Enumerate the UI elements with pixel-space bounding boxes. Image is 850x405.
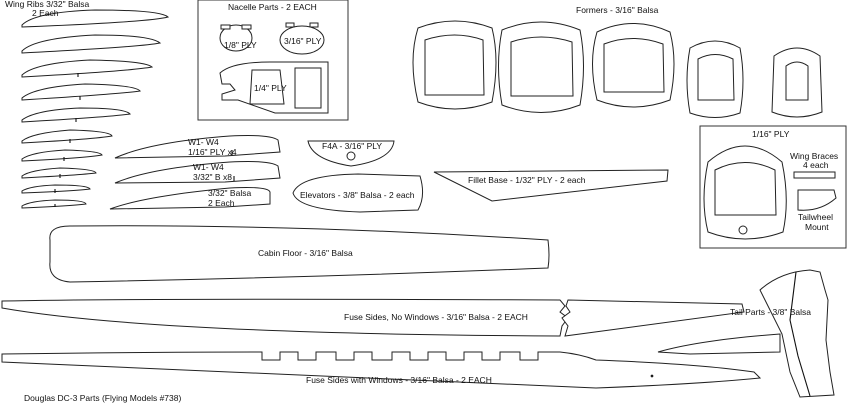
f4a-label: F4A - 3/16" PLY — [322, 141, 382, 151]
formers-group — [412, 20, 823, 118]
w-a-line1: W1- W4 — [188, 137, 219, 147]
w-b-line1: W1- W4 — [193, 162, 224, 172]
nacelle-part-316-ply — [279, 25, 325, 55]
w-b-line2: 3/32" B x8 — [193, 172, 232, 182]
wing-rib — [21, 199, 87, 209]
f4a-hole — [346, 151, 356, 161]
balsa-332-line1: 3/32" Balsa — [208, 188, 251, 198]
balsa-332-line2: 2 Each — [208, 198, 235, 208]
wing-braces-label: Wing Braces — [790, 151, 838, 161]
wing-rib — [21, 149, 103, 162]
wing-rib — [21, 129, 113, 144]
wing-rib — [21, 184, 91, 194]
wing-ribs-label: Wing Ribs 3/32" Balsa — [5, 0, 90, 9]
ply-316-label: 3/16" PLY — [284, 36, 322, 46]
wing-rib — [21, 9, 170, 28]
fuse-no-windows-label: Fuse Sides, No Windows - 3/16" Balsa - 2… — [344, 312, 528, 322]
wing-braces-count: 4 each — [803, 160, 829, 170]
ply-116-label: 1/16" PLY — [752, 129, 790, 139]
nacelle-parts — [219, 22, 329, 114]
tail-parts-label: Tail Parts - 3/8" Balsa — [730, 307, 811, 317]
ply-18-label: 1/8" PLY — [224, 40, 257, 50]
wing-brace — [793, 171, 836, 179]
fillet-label: Fillet Base - 1/32" PLY - 2 each — [468, 175, 586, 185]
caption: Douglas DC-3 Parts (Flying Models #738) — [24, 393, 181, 403]
w1-w4-parts — [109, 135, 281, 210]
elevators-part — [292, 173, 424, 213]
w-a-line2: 1/16" PLY x4 — [188, 147, 237, 157]
formers-label: Formers - 3/16" Balsa — [576, 5, 659, 15]
balsa-332-part — [109, 187, 271, 210]
wing-ribs-count: 2 Each — [32, 8, 59, 18]
wing-rib — [21, 34, 162, 54]
nacelle-part-18-ply — [219, 24, 253, 52]
tailwheel-label: Tailwheel — [798, 212, 833, 222]
tailwheel-mount-label: Mount — [805, 222, 829, 232]
fuse-windows-label: Fuse Sides with Windows - 3/16" Balsa - … — [306, 375, 492, 385]
wing-ribs-group — [21, 9, 170, 209]
elevators-label: Elevators - 3/8" Balsa - 2 each — [300, 190, 415, 200]
w1-w4-balsa-part — [114, 161, 281, 184]
ply-14-label: 1/4" PLY — [254, 83, 287, 93]
tailwheel-mount — [797, 189, 837, 211]
wing-rib — [21, 83, 141, 101]
nacelle-label: Nacelle Parts - 2 EACH — [228, 2, 317, 12]
tail-fin-part — [759, 269, 835, 398]
wing-rib — [21, 167, 97, 179]
cabin-floor-part — [49, 225, 550, 283]
ply-116-parts — [703, 145, 837, 240]
fillet-base-part — [433, 169, 669, 202]
cabin-floor-label: Cabin Floor - 3/16" Balsa — [258, 248, 353, 258]
fuse-side-with-windows — [1, 351, 762, 389]
wing-rib — [21, 59, 154, 78]
w1-w4-ply-part — [114, 135, 281, 159]
wing-rib — [21, 107, 131, 123]
